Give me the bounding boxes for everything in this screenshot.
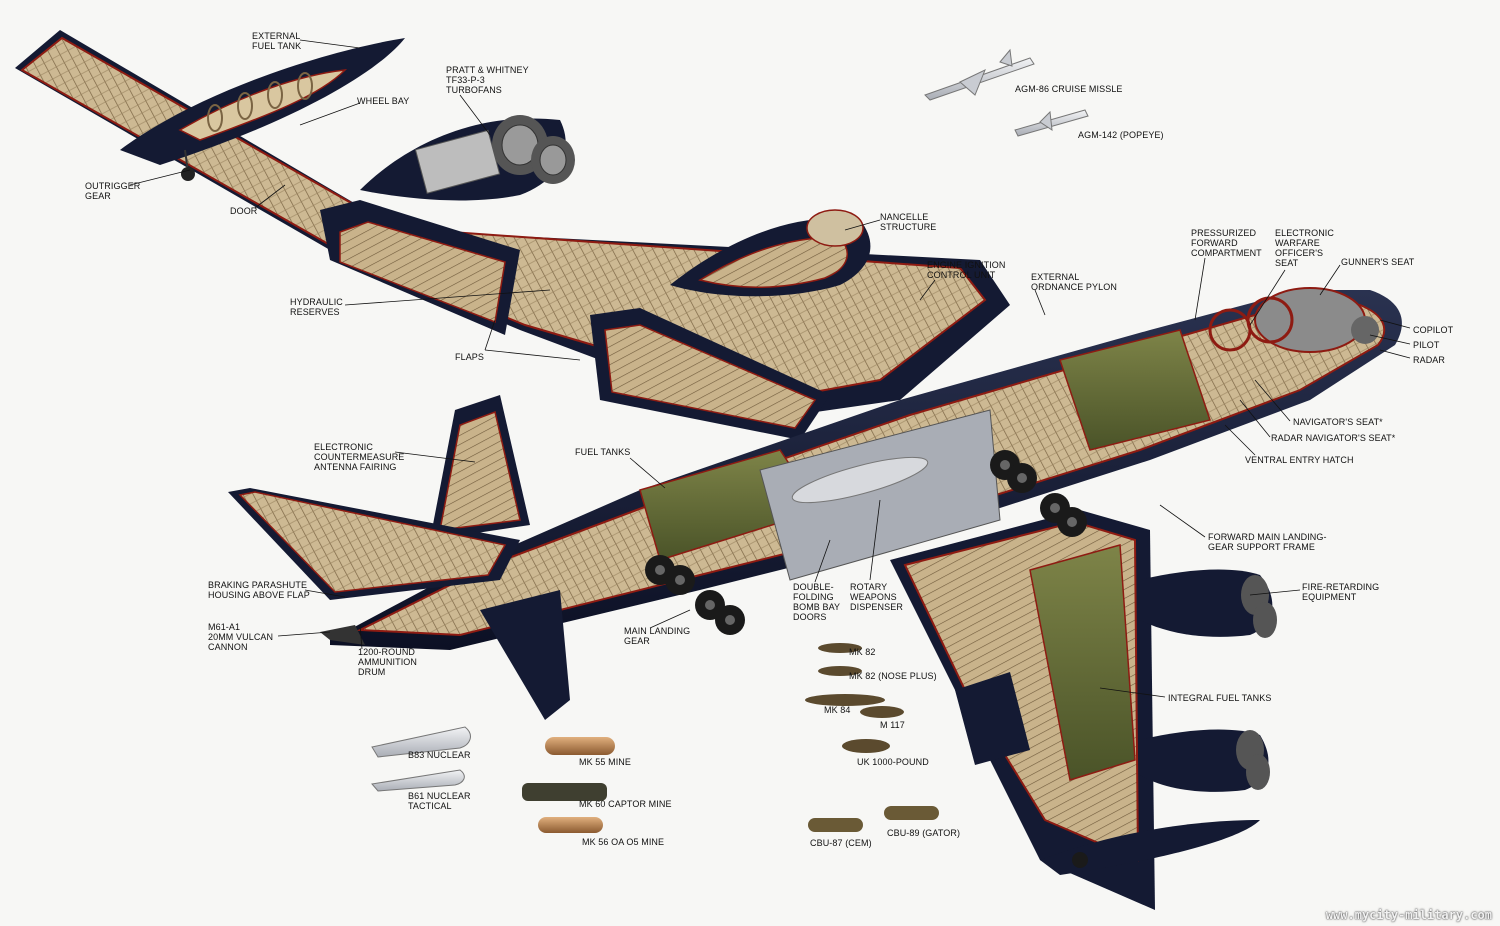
landing-gear (645, 450, 1088, 868)
agm-86-missile (924, 48, 1035, 101)
tail (228, 395, 570, 720)
label-mk82: MK 82 (849, 647, 876, 657)
label-b61: B61 NUCLEAR TACTICAL (408, 791, 471, 811)
label-integral-fuel-tanks: INTEGRAL FUEL TANKS (1168, 693, 1272, 703)
label-fire-retarding: FIRE-RETARDING EQUIPMENT (1302, 582, 1380, 602)
external-fuel-tank (120, 38, 405, 181)
leader-lines (129, 39, 1411, 698)
lower-engines (1040, 569, 1277, 875)
label-external-ordnance-pylon: EXTERNAL ORDNANCE PYLON (1031, 272, 1117, 292)
label-wheel-bay: WHEEL BAY (357, 96, 410, 106)
label-rotary-dispenser: ROTARY WEAPONS DISPENSER (850, 582, 903, 612)
label-nancelle-structure: NANCELLE STRUCTURE (880, 212, 937, 232)
label-forward-main-landing-gear: FORWARD MAIN LANDING- GEAR SUPPORT FRAME (1208, 532, 1327, 552)
label-ew-officer-seat: ELECTRONIC WARFARE OFFICER'S SEAT (1275, 228, 1335, 268)
label-mk56: MK 56 OA O5 MINE (582, 837, 665, 847)
label-hydraulic-reserves: HYDRAULIC RESERVES (290, 297, 343, 317)
label-ammunition-drum: 1200-ROUND AMMUNITION DRUM (358, 647, 417, 677)
label-copilot: COPILOT (1413, 325, 1454, 335)
label-cbu87: CBU-87 (CEM) (810, 838, 872, 848)
label-turbofans: PRATT & WHITNEY TF33-P-3 TURBOFANS (446, 65, 529, 95)
label-mk60: MK 60 CAPTOR MINE (579, 799, 672, 809)
label-braking-parachute: BRAKING PARASHUTE HOUSING ABOVE FLAP (208, 580, 310, 600)
label-mk55: MK 55 MINE (579, 757, 632, 767)
label-mk84: MK 84 (824, 705, 851, 715)
label-pressurized-compartment: PRESSURIZED FORWARD COMPARTMENT (1191, 228, 1262, 258)
label-radar-navigators-seat: RADAR NAVIGATOR'S SEAT* (1271, 433, 1396, 443)
right-wing (890, 510, 1155, 910)
label-cbu89: CBU-89 (GATOR) (887, 828, 961, 838)
label-flaps: FLAPS (455, 352, 485, 362)
label-main-landing-gear: MAIN LANDING GEAR (624, 626, 691, 646)
label-fuel-tanks: FUEL TANKS (575, 447, 631, 457)
label-vulcan-cannon: M61-A1 20MM VULCAN CANNON (208, 622, 274, 652)
label-agm86: AGM-86 CRUISE MISSLE (1015, 84, 1123, 94)
watermark: www.mycity-military.com (1325, 908, 1492, 922)
label-agm142: AGM-142 (POPEYE) (1078, 130, 1164, 140)
fuselage (330, 287, 1402, 650)
label-m117: M 117 (880, 720, 905, 730)
label-navigators-seat: NAVIGATOR'S SEAT* (1293, 417, 1383, 427)
left-wing (15, 30, 1010, 440)
label-mk82-nose: MK 82 (NOSE PLUS) (849, 671, 937, 681)
label-pilot: PILOT (1413, 340, 1440, 350)
label-door: DOOR (230, 206, 258, 216)
turbofan-engines (360, 115, 575, 201)
label-gunners-seat: GUNNER'S SEAT (1341, 257, 1415, 267)
ordnance (371, 643, 939, 833)
label-engine-ignition: ENGINE IGNITION CONTROL UNIT (927, 260, 1006, 280)
label-ecm-antenna-fairing: ELECTRONIC COUNTERMEASURE ANTENNA FAIRIN… (314, 442, 405, 472)
label-radar: RADAR (1413, 355, 1446, 365)
label-outrigger-gear: OUTRIGGER GEAR (85, 181, 141, 201)
label-bomb-bay-doors: DOUBLE- FOLDING BOMB BAY DOORS (793, 582, 841, 622)
label-ventral-entry-hatch: VENTRAL ENTRY HATCH (1245, 455, 1354, 465)
label-b83: B83 NUCLEAR (408, 750, 471, 760)
agm-142-missile (1014, 109, 1089, 137)
label-external-fuel-tank: EXTERNAL FUEL TANK (252, 31, 302, 51)
label-uk1000: UK 1000-POUND (857, 757, 929, 767)
nancelle-structure (670, 209, 871, 297)
